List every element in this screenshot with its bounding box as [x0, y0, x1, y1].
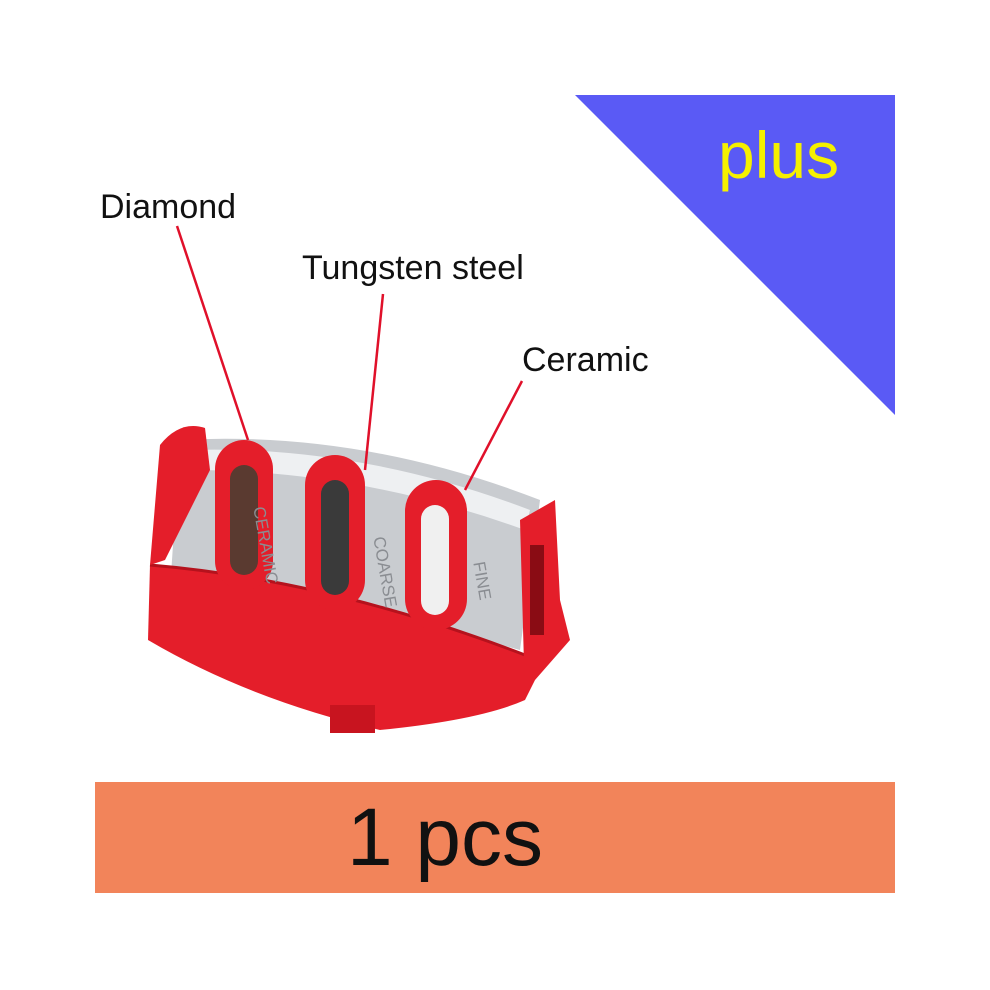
slot-diamond [215, 440, 273, 590]
quantity-banner: 1 pcs [95, 782, 895, 893]
red-end-cap [520, 500, 570, 700]
slot-tungsten [305, 455, 365, 610]
callout-line-diamond [175, 225, 250, 441]
quantity-text: 1 pcs [347, 792, 543, 883]
plus-badge-text: plus [718, 118, 840, 192]
callout-label-diamond: Diamond [100, 188, 237, 226]
callout-label-ceramic: Ceramic [522, 341, 649, 379]
callout-line-ceramic [463, 380, 524, 491]
plus-badge-triangle [575, 95, 895, 415]
red-base [148, 565, 525, 730]
callout-label-tungsten-steel: Tungsten steel [302, 249, 524, 287]
slot-ceramic [405, 480, 467, 630]
knife-sharpener [148, 426, 570, 733]
callout-line-tungsten [363, 293, 385, 471]
